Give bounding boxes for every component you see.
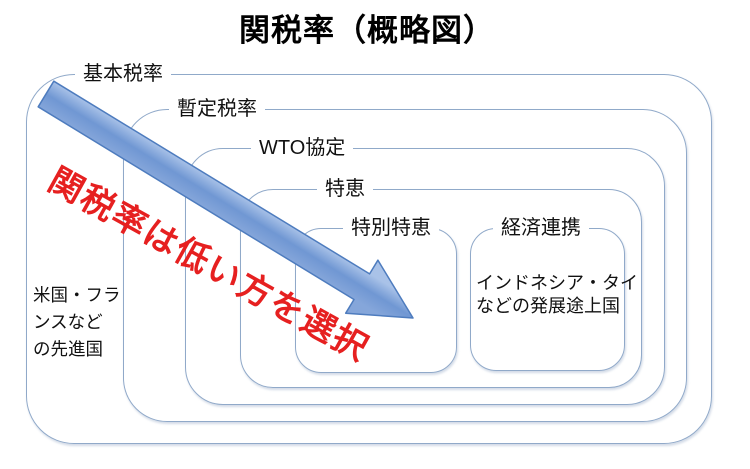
label-basic-tariff: 基本税率 bbox=[75, 62, 171, 87]
box-economic-partnership: 経済連携 bbox=[470, 216, 625, 371]
label-wto-agreement: WTO協定 bbox=[251, 136, 354, 161]
note-developing-countries: インドネシア・タイ などの発展途上国 bbox=[476, 273, 638, 316]
box-special-preferential: 特別特恵 bbox=[295, 216, 457, 373]
note-developed-countries: 米国・フラ ンスなど の先進国 bbox=[33, 285, 121, 359]
label-economic-partnership: 経済連携 bbox=[493, 216, 589, 241]
label-preferential: 特恵 bbox=[317, 177, 373, 202]
page-title: 関税率（概略図） bbox=[239, 13, 495, 48]
label-special-preferential: 特別特恵 bbox=[343, 216, 439, 241]
label-provisional-tariff: 暫定税率 bbox=[169, 97, 265, 122]
